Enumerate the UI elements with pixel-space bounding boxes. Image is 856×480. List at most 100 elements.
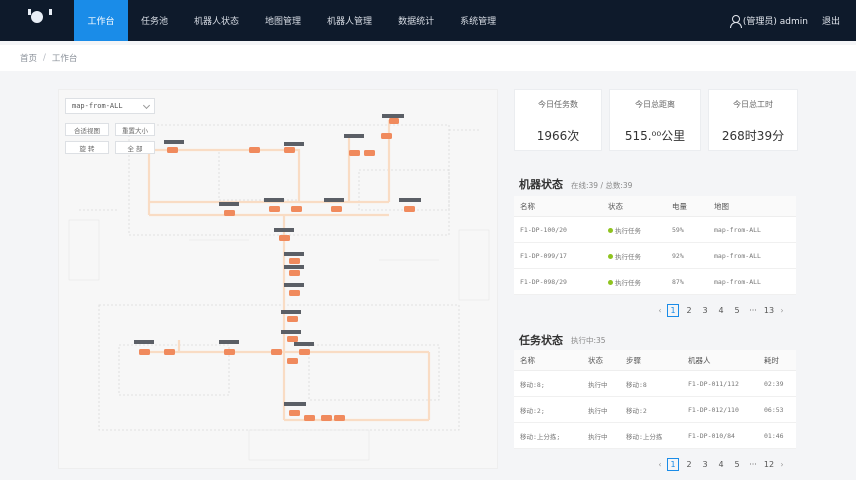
task-table: 名称 状态 步骤 机器人 耗时 移动:8; 执行中 移动:8 F1-DP-011… xyxy=(514,350,796,449)
task-step: 移动:8 xyxy=(626,380,647,389)
rotate-button[interactable]: 旋 转 xyxy=(65,141,109,154)
col-status: 状态 xyxy=(608,201,623,211)
task-robot: F1-DP-010/84 xyxy=(688,431,735,440)
task-time: 01:46 xyxy=(764,431,784,440)
robot-map: map-from-ALL xyxy=(714,277,761,286)
robot-status: 执行任务 xyxy=(602,277,666,287)
robot-battery: 87% xyxy=(672,277,684,286)
stat-label: 今日总距离 xyxy=(635,100,675,109)
table-row[interactable]: 移动:8; 执行中 移动:8 F1-DP-011/112 02:39 xyxy=(514,371,796,397)
table-row[interactable]: 移动:上分拣; 执行中 移动:上分拣 F1-DP-010/84 01:46 xyxy=(514,423,796,449)
task-step: 移动:2 xyxy=(626,406,647,415)
task-name: 移动:上分拣; xyxy=(520,432,561,441)
robot-map: map-from-ALL xyxy=(714,225,761,234)
page-button[interactable]: 13 xyxy=(763,306,775,315)
robot-pagination: ‹ 1 2 3 4 5 ··· 13 › xyxy=(655,304,787,317)
logout-link[interactable]: 退出 xyxy=(821,17,840,27)
status-dot-icon xyxy=(608,254,613,259)
nav-item-robot-management[interactable]: 机器人管理 xyxy=(327,17,373,27)
robot-name: F1-DP-100/20 xyxy=(520,225,567,234)
col-map: 地图 xyxy=(714,201,729,211)
stat-value: 268时39分 xyxy=(721,129,785,143)
chevron-down-icon xyxy=(142,101,151,110)
map-select-value: map-from-ALL xyxy=(72,102,123,110)
robot-battery: 59% xyxy=(672,225,684,234)
table-row[interactable]: F1-DP-099/17 执行任务 92% map-from-ALL xyxy=(514,243,796,269)
user-name[interactable]: (管理员) admin xyxy=(742,17,808,27)
task-status: 执行中 xyxy=(588,406,608,415)
stat-card-work-hours: 今日总工时 268时39分 xyxy=(708,89,798,151)
show-all-button[interactable]: 全 部 xyxy=(115,141,155,154)
robot-name: F1-DP-099/17 xyxy=(520,251,567,260)
page-button[interactable]: 2 xyxy=(686,460,692,469)
page-button[interactable]: 5 xyxy=(734,460,740,469)
page-ellipsis[interactable]: ··· xyxy=(749,460,757,469)
robot-status-title: 机器状态 xyxy=(519,178,563,191)
status-dot-icon xyxy=(608,280,613,285)
robot-status-text: 执行任务 xyxy=(615,278,641,287)
logo-icon xyxy=(27,9,52,25)
status-dot-icon xyxy=(608,228,613,233)
task-name: 移动:2; xyxy=(520,406,545,415)
task-time: 06:53 xyxy=(764,405,784,414)
map-select[interactable]: map-from-ALL xyxy=(65,98,155,114)
nav-item-task-pool[interactable]: 任务池 xyxy=(141,17,169,27)
page-ellipsis[interactable]: ··· xyxy=(749,306,757,315)
task-name: 移动:8; xyxy=(520,380,545,389)
stat-value: 1966次 xyxy=(536,129,580,143)
col-robot: 机器人 xyxy=(688,355,711,365)
table-row[interactable]: 移动:2; 执行中 移动:2 F1-DP-012/110 06:53 xyxy=(514,397,796,423)
breadcrumb: 首页 / 工作台 xyxy=(0,45,856,71)
page-button[interactable]: 2 xyxy=(686,306,692,315)
task-step: 移动:上分拣 xyxy=(626,432,663,441)
stat-label: 今日总工时 xyxy=(733,100,773,109)
col-name: 名称 xyxy=(520,355,535,365)
table-row[interactable]: F1-DP-098/29 执行任务 87% map-from-ALL xyxy=(514,269,796,295)
breadcrumb-separator: / xyxy=(43,53,46,63)
page-button[interactable]: 3 xyxy=(702,306,708,315)
page-button[interactable]: 4 xyxy=(718,306,724,315)
robot-name: F1-DP-098/29 xyxy=(520,277,567,286)
nav-item-workbench[interactable]: 工作台 xyxy=(74,0,128,41)
logo xyxy=(0,0,74,41)
nav-item-map-management[interactable]: 地图管理 xyxy=(265,17,302,27)
robot-table: 名称 状态 电量 地图 F1-DP-100/20 执行任务 59% map-fr… xyxy=(514,196,796,295)
breadcrumb-home[interactable]: 首页 xyxy=(20,54,38,64)
prev-page-icon[interactable]: ‹ xyxy=(658,460,662,469)
robot-status: 执行任务 xyxy=(602,225,666,235)
robot-status-text: 执行任务 xyxy=(615,252,641,261)
nav-item-system-management[interactable]: 系统管理 xyxy=(460,17,497,27)
col-step: 步骤 xyxy=(626,355,641,365)
stat-card-tasks: 今日任务数 1966次 xyxy=(514,89,602,151)
page-button[interactable]: 5 xyxy=(734,306,740,315)
task-table-header: 名称 状态 步骤 机器人 耗时 xyxy=(514,350,796,371)
reset-size-button[interactable]: 重置大小 xyxy=(115,123,155,136)
task-time: 02:39 xyxy=(764,379,784,388)
stat-card-distance: 今日总距离 515.⁰⁰公里 xyxy=(609,89,701,151)
page-button[interactable]: 1 xyxy=(667,458,679,471)
breadcrumb-current: 工作台 xyxy=(51,54,78,64)
map-panel[interactable]: map-from-ALL 合适视图 重置大小 旋 转 全 部 xyxy=(58,89,498,469)
robot-status: 执行任务 xyxy=(602,251,666,261)
robot-map: map-from-ALL xyxy=(714,251,761,260)
task-status-summary: 执行中:35 xyxy=(571,336,606,345)
user-icon xyxy=(729,14,742,28)
col-battery: 电量 xyxy=(672,201,687,211)
page-button[interactable]: 4 xyxy=(718,460,724,469)
page-button[interactable]: 1 xyxy=(667,304,679,317)
next-page-icon[interactable]: › xyxy=(780,460,784,469)
table-row[interactable]: F1-DP-100/20 执行任务 59% map-from-ALL xyxy=(514,217,796,243)
nav-item-robot-status[interactable]: 机器人状态 xyxy=(194,17,240,27)
page-button[interactable]: 3 xyxy=(702,460,708,469)
robot-status-summary: 在线:39 / 总数:39 xyxy=(571,181,633,190)
task-status: 执行中 xyxy=(588,380,608,389)
logo-text xyxy=(36,27,37,32)
map-canvas[interactable] xyxy=(59,90,498,469)
fit-view-button[interactable]: 合适视图 xyxy=(65,123,109,136)
nav-item-data-statistics[interactable]: 数据统计 xyxy=(398,17,435,27)
col-time: 耗时 xyxy=(764,355,779,365)
next-page-icon[interactable]: › xyxy=(780,306,784,315)
prev-page-icon[interactable]: ‹ xyxy=(658,306,662,315)
task-status: 执行中 xyxy=(588,432,608,441)
page-button[interactable]: 12 xyxy=(763,460,775,469)
